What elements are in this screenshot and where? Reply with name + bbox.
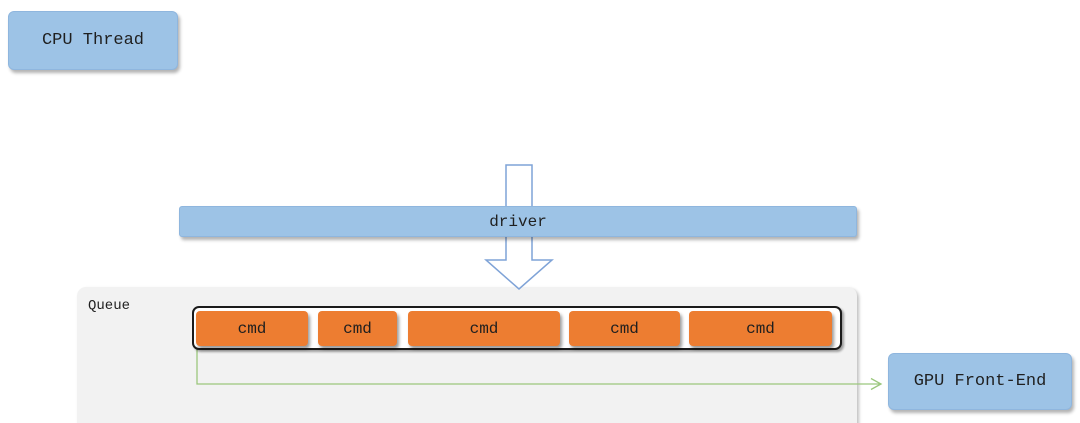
gpu-front-end-label: GPU Front-End: [913, 372, 1047, 391]
cmd-item: cmd: [196, 311, 308, 346]
cmd-item-label: cmd: [469, 319, 499, 338]
gpu-front-end-node: GPU Front-End: [888, 353, 1072, 410]
cmd-item-label: cmd: [343, 319, 372, 338]
driver-label: driver: [489, 212, 547, 231]
cmd-item-label: cmd: [746, 319, 775, 338]
cmd-item: cmd: [318, 311, 397, 346]
cmd-item: cmd: [689, 311, 832, 346]
cmd-item-label: cmd: [610, 319, 639, 338]
cmd-item: cmd: [569, 311, 680, 346]
driver-node: driver: [179, 206, 857, 237]
cpu-thread-node: CPU Thread: [8, 11, 178, 70]
cmd-item: cmd: [408, 311, 560, 346]
queue-label: Queue: [88, 298, 131, 314]
cpu-thread-label: CPU Thread: [41, 31, 145, 50]
right-arrowhead-icon: [870, 377, 883, 391]
cmd-item-label: cmd: [237, 319, 267, 338]
